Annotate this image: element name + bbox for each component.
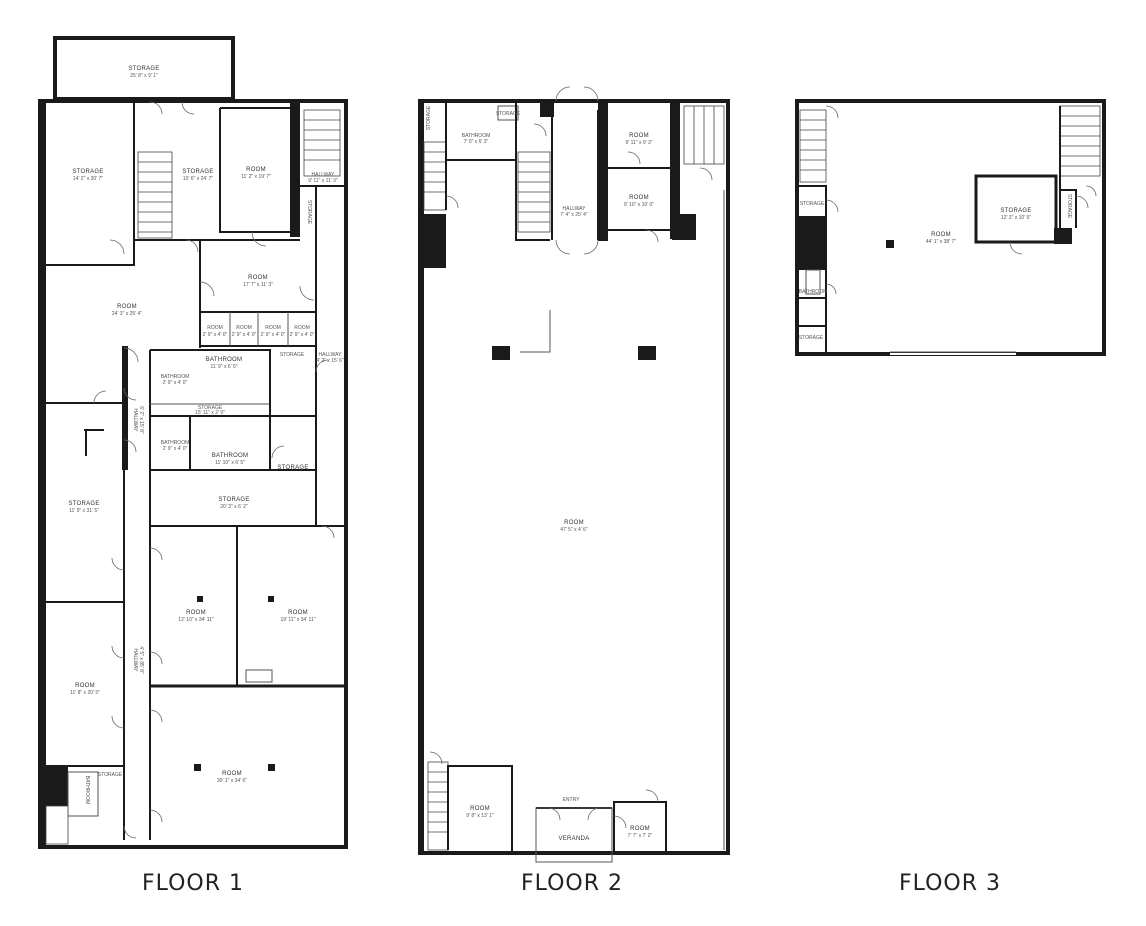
f1-room-dims: 14' 2" x 20' 7"	[73, 176, 103, 182]
floor-2-title: FLOOR 2	[521, 871, 623, 896]
f1-room-label: ROOM	[222, 771, 242, 777]
f1-room-label: STORAGE	[306, 200, 312, 225]
f1-room-label: BATHROOM	[212, 453, 249, 459]
floor-3-plan: STORAGE ROOM 44' 1" x 38' 7" STORAGE 12'…	[795, 99, 1106, 896]
f2-room-label: STORAGE	[496, 111, 521, 117]
f1-room-label: ROOM	[75, 683, 95, 689]
f2-room-label: ROOM	[564, 520, 584, 526]
f1-room-dims: 2' 9" x 4' 0"	[163, 446, 188, 452]
f2-room-label: ENTRY	[563, 797, 581, 803]
f1-room-dims: 2' 9" x 4' 0"	[261, 332, 286, 338]
f2-room-label: HALLWAY	[563, 206, 587, 212]
f1-room-dims: 20' 3" x 6' 2"	[220, 504, 248, 510]
f3-room-label: STORAGE	[1000, 208, 1031, 214]
f1-room-label: STORAGE	[198, 405, 223, 411]
f1-room-label: BATHROOM	[161, 440, 190, 446]
f3-room-label: STORAGE	[800, 201, 825, 207]
f1-room-label: HALLWAY	[312, 172, 336, 178]
f1-room-dims: 15' 11" x 2' 9"	[195, 410, 225, 416]
f1-room-label: BATHROOM	[161, 374, 190, 380]
f1-room-dims: 4' 2" x 15' 6"	[316, 358, 344, 364]
f3-room-label: STORAGE	[799, 335, 824, 341]
f1-room-dims: 11' 9" x 31' 5"	[69, 508, 99, 514]
f1-room-label: ROOM	[248, 275, 268, 281]
f1-room-label: HALLWAY	[132, 409, 138, 433]
f1-room-dims: 12' 10" x 34' 11"	[178, 617, 214, 623]
f1-room-label: STORAGE	[98, 772, 123, 778]
f2-room-dims: 7' 4" x 25' 4"	[560, 212, 588, 218]
f1-room-label: STORAGE	[218, 497, 249, 503]
f2-room-dims: 7' 0" x 6' 3"	[464, 139, 489, 145]
f2-room-label: STORAGE	[426, 105, 432, 130]
f1-room-label: STORAGE	[277, 465, 308, 471]
f1-room-label: ROOM	[207, 325, 223, 331]
f1-room-dims: 19' 11" x 34' 11"	[280, 617, 315, 623]
f1-room-label: STORAGE	[128, 66, 159, 72]
f3-room-dims: 44' 1" x 38' 7"	[926, 239, 956, 245]
f1-room-dims: 30' 1" x 34' 6"	[217, 778, 247, 784]
floor-3-outline	[795, 99, 1106, 356]
f3-room-label: STORAGE	[1066, 194, 1072, 219]
f2-room-label: ROOM	[629, 133, 649, 139]
f2-room-label: ROOM	[630, 826, 650, 832]
f1-room-dims: 11' 8" x 20' 5"	[70, 690, 100, 696]
f2-room-dims: 9' 10" x 10' 0"	[624, 202, 654, 208]
f2-room-dims: 7' 7" x 7' 2"	[628, 833, 653, 839]
f1-room-label: STORAGE	[182, 169, 213, 175]
f1-room-label: ROOM	[186, 610, 206, 616]
f1-room-label: BATHROOM	[206, 357, 243, 363]
f2-room-dims: 47' 5" x 4' 6"	[560, 527, 588, 533]
floor-2-plan: STORAGE BATHROOM 7' 0" x 6' 3" STORAGE H…	[418, 86, 730, 896]
floor-3-title: FLOOR 3	[899, 871, 1001, 896]
floor-1-outline	[38, 99, 348, 849]
f1-room-label: ROOM	[246, 167, 266, 173]
f1-room-label: STORAGE	[280, 352, 305, 358]
f2-room-label: ROOM	[629, 195, 649, 201]
f1-room-label: ROOM	[294, 325, 310, 331]
f1-room-dims: 2' 9" x 4' 0"	[163, 380, 188, 386]
f1-room-dims: 25' 8" x 9' 1"	[130, 73, 158, 79]
f1-room-label: ROOM	[288, 610, 308, 616]
f1-room-dims: 2' 9" x 4' 0"	[232, 332, 257, 338]
f2-room-label: ROOM	[470, 806, 490, 812]
floor-1-title: FLOOR 1	[142, 871, 244, 896]
f1-room-label: STORAGE	[72, 169, 103, 175]
f1-room-dims: 17' 7" x 11' 3"	[243, 282, 273, 288]
f1-room-dims: 24' 3" x 25' 4"	[112, 311, 142, 317]
f2-room-dims: 9' 11" x 9' 3"	[625, 140, 652, 146]
f1-room-label: STORAGE	[68, 501, 99, 507]
f1-room-dims: 11' 9" x 6' 5"	[210, 364, 237, 370]
f1-room-label: BATHROOM	[84, 776, 90, 805]
f2-room-dims: 9' 8" x 13' 1"	[466, 813, 494, 819]
floor-1-plan: STORAGE 25' 8" x 9' 1" STORAGE 14' 2" x …	[38, 36, 348, 896]
f1-room-dims: 2' 9" x 4' 0"	[290, 332, 315, 338]
f3-room-dims: 12' 3" x 10' 5"	[1001, 215, 1031, 221]
f1-room-label: ROOM	[265, 325, 281, 331]
f1-room-dims: 4' 5" x 85' 8"	[138, 646, 144, 674]
f1-room-dims: 11' 2" x 19' 7"	[241, 174, 271, 180]
f1-room-label: ROOM	[117, 304, 137, 310]
f2-room-label: VERANDA	[558, 836, 589, 842]
f1-room-dims: 6' 2" x 15' 8"	[138, 406, 144, 434]
f1-room-dims: 11' 10" x 6' 5"	[215, 460, 245, 466]
f1-room-label: ROOM	[236, 325, 252, 331]
f1-room-dims: 9' 11" x 11' 3"	[308, 178, 338, 184]
f2-room-label: BATHROOM	[462, 133, 491, 139]
f1-room-dims: 2' 9" x 4' 0"	[203, 332, 228, 338]
f3-room-label: BATHROOM	[799, 289, 828, 295]
f1-room-label: HALLWAY	[132, 649, 138, 673]
f1-room-label: HALLWAY	[319, 352, 343, 358]
f3-room-label: ROOM	[931, 232, 951, 238]
f1-room-dims: 10' 6" x 24' 7"	[183, 176, 213, 182]
